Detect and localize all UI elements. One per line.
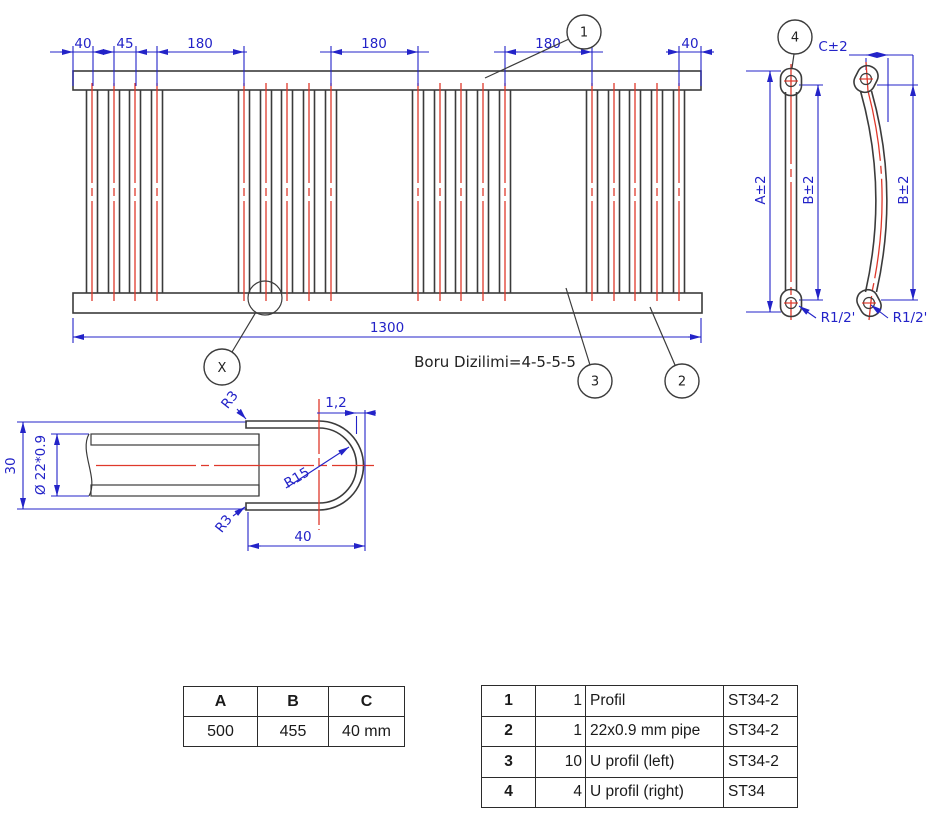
parts-list-table: 1 1 Profil ST34-2 2 1 22x0.9 mm pipe ST3… xyxy=(481,685,798,808)
part-desc: Profil xyxy=(585,685,724,717)
part-desc: 22x0.9 mm pipe xyxy=(585,715,724,747)
balloon-2: 2 xyxy=(649,306,700,399)
dim-180-3: 180 xyxy=(535,36,561,52)
svg-text:40: 40 xyxy=(294,529,311,545)
thread-callout-right: R1/2' xyxy=(870,304,928,326)
dim-180-2: 180 xyxy=(361,36,387,52)
svg-text:1: 1 xyxy=(580,26,588,41)
bottom-eyelet xyxy=(779,288,803,318)
technical-drawing: 40 45 180 180 180 40 1300 Boru D xyxy=(3,14,928,551)
abc-header-a: A xyxy=(183,686,258,717)
balloon-4: 4 xyxy=(777,19,813,69)
top-eyelet xyxy=(853,64,879,94)
dim-b-left: B±2 xyxy=(799,84,823,301)
svg-text:X: X xyxy=(218,361,227,376)
overall-length-dimension: 1300 xyxy=(72,318,702,343)
bottom-eyelet xyxy=(856,288,882,318)
dim-30: 30 xyxy=(3,421,247,510)
svg-text:R1/2': R1/2' xyxy=(821,310,856,326)
dim-pipe-diameter: Ø 22*0.9 xyxy=(33,433,89,497)
svg-text:R1/2': R1/2' xyxy=(893,310,928,326)
part-no: 1 xyxy=(481,685,536,717)
abc-value-row: 500 455 40 mm xyxy=(183,716,405,747)
abc-dimension-table: A B C 500 455 40 mm xyxy=(183,686,405,747)
balloon-x: X xyxy=(203,311,257,386)
svg-text:C±2: C±2 xyxy=(818,39,847,55)
tube-array xyxy=(85,83,686,301)
abc-value-a: 500 xyxy=(183,716,258,747)
dim-40-right: 40 xyxy=(681,36,698,52)
dim-r3-top: R3 xyxy=(218,388,247,420)
dim-a: A±2 xyxy=(746,70,781,313)
part-qty: 4 xyxy=(535,776,586,808)
svg-text:A±2: A±2 xyxy=(753,175,769,204)
part-qty: 1 xyxy=(535,715,586,747)
top-eyelet xyxy=(779,67,803,97)
dim-180-1: 180 xyxy=(187,36,213,52)
svg-text:R15: R15 xyxy=(281,464,312,491)
svg-text:2: 2 xyxy=(678,375,686,390)
dim-r15: R15 xyxy=(281,446,350,492)
part-material: ST34 xyxy=(723,776,798,808)
dim-b-right: B±2 xyxy=(877,55,918,301)
abc-header-c: C xyxy=(328,686,405,717)
dim-45: 45 xyxy=(116,36,133,52)
detail-view: 30 Ø 22*0.9 R3 R xyxy=(3,388,376,551)
abc-header-b: B xyxy=(257,686,329,717)
parts-row-2: 2 1 22x0.9 mm pipe ST34-2 xyxy=(481,715,798,747)
svg-text:B±2: B±2 xyxy=(801,175,817,204)
parts-row-1: 1 1 Profil ST34-2 xyxy=(481,685,798,717)
dim-r3-bottom: R3 xyxy=(212,506,246,536)
top-dimension-chain: 40 45 180 180 180 40 xyxy=(50,36,714,55)
parts-row-3: 3 10 U profil (left) ST34-2 xyxy=(481,746,798,778)
parts-row-4: 4 4 U profil (right) ST34 xyxy=(481,776,798,808)
top-profile-bar xyxy=(72,70,702,91)
svg-text:Ø 22*0.9: Ø 22*0.9 xyxy=(33,435,49,495)
curved-profile xyxy=(853,61,888,321)
abc-header-row: A B C xyxy=(183,686,405,717)
side-view: A±2 B±2 C±2 B±2 xyxy=(746,19,928,326)
svg-text:1,2: 1,2 xyxy=(325,395,346,411)
balloon-1: 1 xyxy=(484,14,602,79)
straight-profile xyxy=(779,64,803,320)
part-desc: U profil (right) xyxy=(585,776,724,808)
svg-text:R3: R3 xyxy=(212,512,236,536)
pipe-arrangement-note: Boru Dizilimi=4-5-5-5 xyxy=(414,353,576,371)
part-no: 3 xyxy=(481,746,536,778)
svg-text:3: 3 xyxy=(591,375,599,390)
part-qty: 1 xyxy=(535,685,586,717)
abc-value-c: 40 mm xyxy=(328,716,405,747)
abc-value-b: 455 xyxy=(257,716,329,747)
dim-1300: 1300 xyxy=(370,320,404,336)
part-material: ST34-2 xyxy=(723,715,798,747)
u-profile-section xyxy=(245,420,365,511)
svg-text:R3: R3 xyxy=(218,388,242,412)
part-material: ST34-2 xyxy=(723,746,798,778)
dim-40-left: 40 xyxy=(74,36,91,52)
front-view: 40 45 180 180 180 40 1300 Boru D xyxy=(50,14,714,399)
svg-text:30: 30 xyxy=(3,457,19,474)
break-line xyxy=(85,433,93,497)
part-material: ST34-2 xyxy=(723,685,798,717)
part-no: 4 xyxy=(481,776,536,808)
detail-x-marker-circle xyxy=(247,280,283,316)
svg-text:4: 4 xyxy=(791,31,799,46)
dim-40-width: 40 xyxy=(247,410,366,551)
svg-text:B±2: B±2 xyxy=(896,175,912,204)
balloon-3: 3 xyxy=(565,287,613,399)
thread-callout-left: R1/2' xyxy=(798,305,856,326)
part-no: 2 xyxy=(481,715,536,747)
part-desc: U profil (left) xyxy=(585,746,724,778)
part-qty: 10 xyxy=(535,746,586,778)
bottom-profile-bar xyxy=(72,292,703,314)
